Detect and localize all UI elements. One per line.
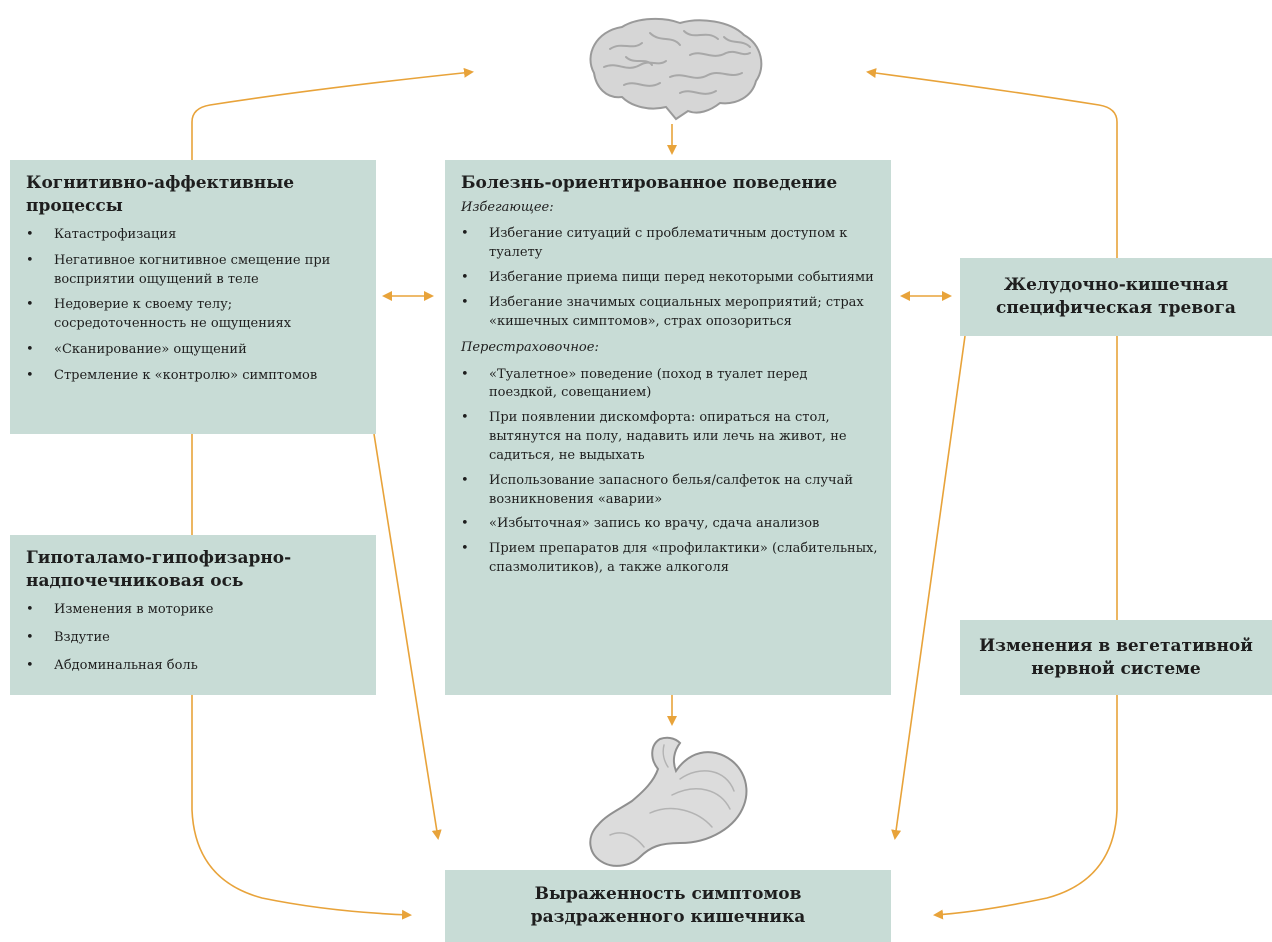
list-item: •«Туалетное» поведение (поход в туалет п… [461,366,808,401]
ibs-severity-title: Выраженность симптомов раздраженного киш… [530,884,806,927]
list-item: •Катастрофизация [26,226,177,242]
illness-behavior-title: Болезнь-ориентированное поведение [461,173,838,193]
list-item: •Стремление к «контролю» симптомов [26,367,318,383]
cognitive-affective-title: Когнитивно-аффективные процессы [26,173,295,216]
arrow-gi-anxiety-to-outcome [891,335,966,840]
hpa-axis-box: Гипоталамо-гипофизарно-надпочечниковая о… [10,535,376,695]
list-item: •Абдоминальная боль [26,657,198,673]
list-item: •Негативное когнитивное смещение при вос… [26,252,331,287]
illness-behavior-box: Болезнь-ориентированное поведение Избега… [445,160,891,695]
arrow-cognitive-to-brain [191,67,474,162]
list-item: •При появлении дискомфорта: опираться на… [461,410,847,463]
avoidant-label: Избегающее: [461,199,554,215]
safety-label: Перестраховочное: [461,340,599,356]
arrow-ans-to-outcome [933,695,1118,920]
hpa-axis-title: Гипоталамо-гипофизарно-надпочечниковая о… [26,548,292,591]
arrow-gi-anxiety-to-brain [866,68,1118,258]
ans-changes-title: Изменения в вегетативной нервной системе [979,635,1253,679]
stomach-image [589,736,748,867]
list-item: •Использование запасного белья/салфеток … [461,472,853,507]
list-item: •Избегание ситуаций с проблематичным дос… [461,226,848,260]
arrow-cognitive-to-outcome [373,433,442,840]
ibs-severity-box: Выраженность симптомов раздраженного киш… [445,870,891,942]
cognitive-affective-box: Когнитивно-аффективные процессы •Катастр… [10,160,376,434]
list-item: •Изменения в моторике [26,601,214,617]
ans-changes-box: Изменения в вегетативной нервной системе [960,620,1272,695]
list-item: •Избегание приема пищи перед некоторыми … [461,269,874,285]
list-item: •Вздутие [26,629,110,645]
list-item: •«Избыточная» запись ко врачу, сдача ана… [461,516,820,532]
gi-anxiety-title: Желудочно-кишечная специфическая тревога [996,275,1236,318]
gi-anxiety-box: Желудочно-кишечная специфическая тревога [960,258,1272,336]
list-item: •Недоверие к своему телу; сосредоточенно… [26,297,292,332]
list-item: •«Сканирование» ощущений [26,342,247,358]
list-item: •Прием препаратов для «профилактики» (сл… [461,541,878,576]
arrow-hpa-to-outcome [191,695,412,920]
list-item: •Избегание значимых социальных мероприят… [461,294,864,329]
brain-image [589,17,763,121]
